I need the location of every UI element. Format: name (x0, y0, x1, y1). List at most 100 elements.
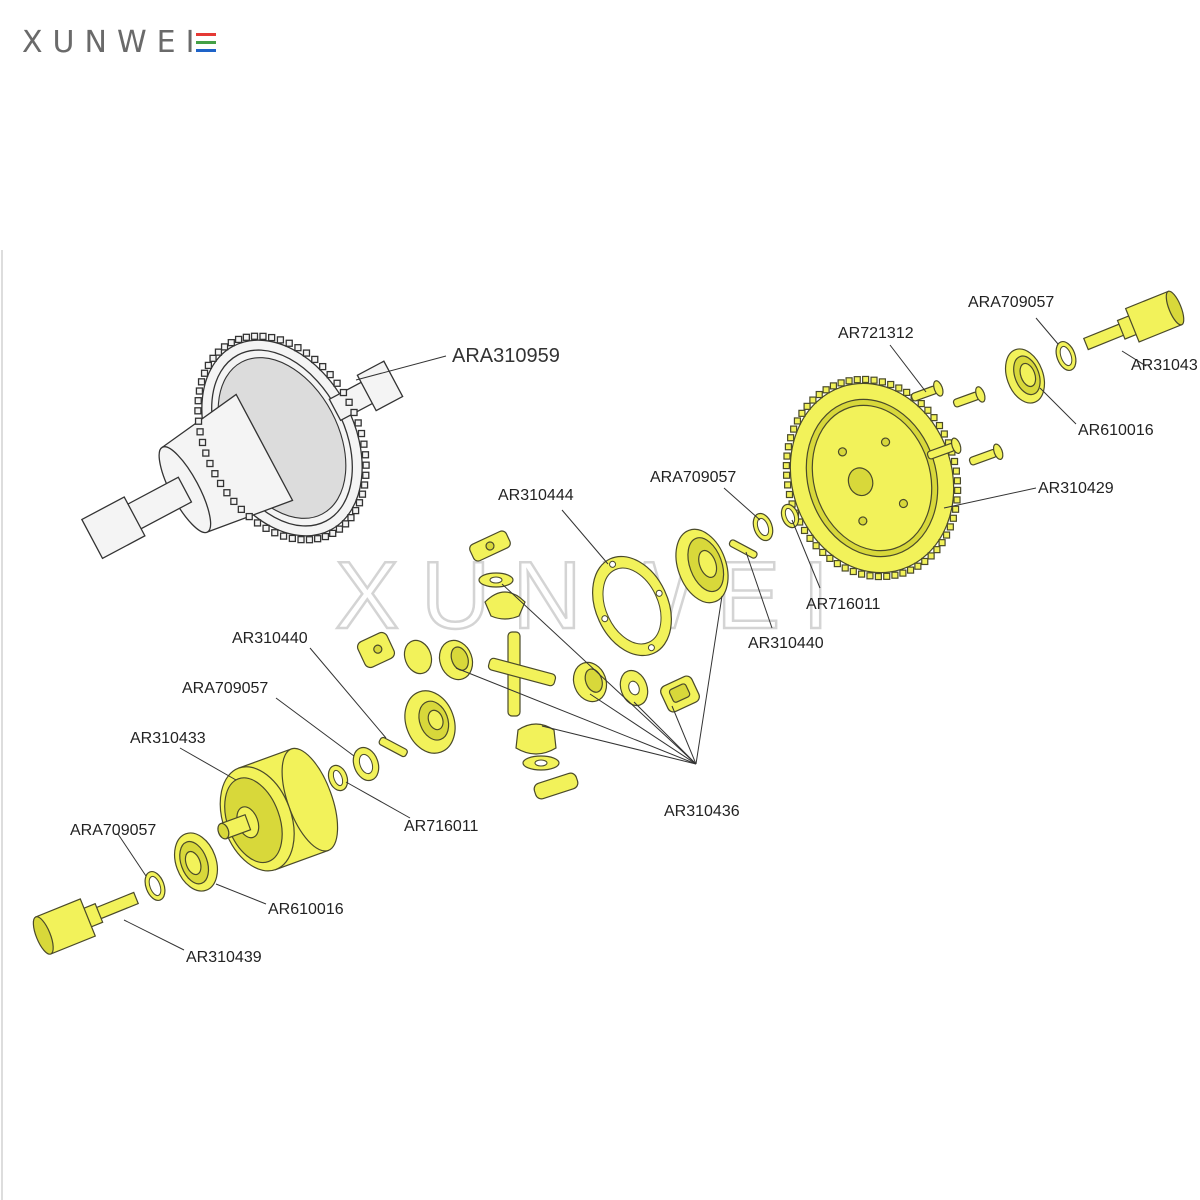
label-ar310440-left: AR310440 (232, 630, 308, 647)
spur-gear-tooth (954, 486, 962, 495)
assembled-gear-tooth (267, 333, 276, 342)
spur-gear-tooth (819, 548, 827, 557)
spur-gear-tooth (946, 523, 954, 531)
assembled-gear-tooth (285, 339, 293, 347)
spur-gear-tooth (787, 434, 795, 442)
spur-gear-tooth (803, 402, 811, 410)
spur-gear-tooth (903, 388, 911, 396)
spur-gear-tooth (849, 567, 857, 576)
spur-gear-tooth (914, 562, 922, 570)
assembled-gear-tooth (362, 471, 370, 479)
assembled-gear-tooth (339, 388, 348, 397)
spur-gear-tooth (815, 390, 823, 399)
assembled-gear-tooth (333, 379, 341, 387)
label-ar610016-top: AR610016 (1078, 422, 1154, 439)
assembled-gear-tooth (361, 451, 370, 459)
assembled-gear-tooth (350, 408, 358, 417)
assembled-gear-tooth (351, 506, 360, 515)
spur-gear-tooth (887, 380, 895, 389)
spur-gear-tooth (793, 417, 802, 425)
spur-gear-tooth (806, 534, 814, 542)
assembled-gear-tooth (347, 514, 355, 522)
assembled-gear-tooth (214, 348, 223, 356)
assembled-gear-tooth (200, 369, 209, 377)
spur-gear-tooth (862, 375, 870, 384)
output-cup-top-part (1082, 290, 1185, 351)
assembled-gear-tooth (271, 529, 279, 537)
assembled-gear-tooth (354, 419, 362, 427)
assembled-right-cup (356, 360, 404, 412)
label-ara709057-bottom: ARA709057 (70, 822, 156, 839)
label-ar310439-top: AR31043 (1131, 357, 1198, 374)
brand-logo-text: XUNWEI (22, 25, 204, 60)
spur-gear-tooth (917, 399, 925, 408)
spur-gear-tooth (812, 542, 820, 550)
assembled-gear-tooth (302, 349, 311, 357)
assembled-gear-teeth (194, 332, 370, 544)
spur-gear-tooth (874, 572, 882, 581)
label-ar310444: AR310444 (498, 487, 574, 504)
assembled-gear-tooth (305, 536, 314, 544)
assembled-gear-tooth (358, 490, 367, 498)
label-ar610016-bottom: AR610016 (268, 901, 344, 918)
spur-gear-tooth (899, 569, 907, 577)
label-ar310439-bottom: AR310439 (186, 949, 262, 966)
spur-gear-tooth (800, 526, 809, 535)
spur-gear-tooth (857, 570, 866, 578)
assembled-gear-tooth (194, 397, 202, 405)
gasket-part (592, 555, 672, 657)
assembled-gear-tooth (321, 532, 330, 541)
spur-gear-tooth (837, 379, 845, 387)
spur-gear-tooth (921, 557, 929, 566)
leader-lines (117, 317, 1147, 951)
label-ar310429: AR310429 (1038, 480, 1114, 497)
assembled-gear-tooth (195, 387, 204, 395)
assembled-gear-tooth (253, 519, 262, 527)
label-ar721312: AR721312 (838, 325, 914, 342)
assembled-gear-tooth (288, 534, 297, 543)
spur-gear-tooth (938, 539, 946, 547)
brand-logo: XUNWEI (22, 25, 216, 60)
ring-bevel-gear-part (675, 528, 729, 604)
spur-gear-tooth (895, 384, 903, 392)
assembled-gear-tooth (313, 535, 322, 543)
logo-stripe-green (196, 41, 216, 44)
assembled-gear-tooth (297, 535, 305, 544)
assembled-gear-tooth (223, 489, 231, 497)
assembled-gear-tooth (262, 524, 270, 532)
label-ar310433: AR310433 (130, 730, 206, 747)
spur-gear-tooth (833, 560, 841, 568)
assembled-gear-tooth (362, 461, 370, 469)
pin-left-part (378, 736, 408, 758)
spur-gear-tooth (927, 552, 935, 560)
assembled-gear-tooth (355, 499, 364, 507)
spur-gear-tooth (782, 471, 791, 479)
logo-stripe-red (196, 33, 216, 36)
assembled-gear-tooth (197, 378, 206, 386)
assembled-gear-tooth (220, 343, 229, 351)
spur-gear-tooth (829, 382, 838, 390)
spur-gear-tooth (953, 477, 962, 485)
spur-gear-tooth (853, 376, 861, 384)
assembled-gear-tooth (335, 525, 344, 533)
assembled-gear-tooth (202, 449, 210, 457)
assembled-gear-tooth (216, 479, 225, 488)
spur-gear-tooth (953, 496, 961, 504)
spur-gear-tooth (784, 443, 793, 451)
washer-top-part (1055, 340, 1077, 372)
washers-mid-part (752, 503, 800, 542)
spur-gear-tooth (783, 452, 791, 460)
diff-case-part (217, 747, 339, 872)
assembled-gear-tooth (279, 532, 288, 540)
spur-gear-tooth (906, 566, 915, 574)
assembled-gear-tooth (211, 470, 219, 478)
spur-gear-tooth (784, 481, 792, 489)
washers-left-part (327, 746, 380, 792)
assembled-gear-tooth (242, 333, 251, 341)
spur-gear-tooth (785, 490, 794, 499)
spur-gear-tooth (891, 571, 899, 579)
watermark-text: XUNWEI (335, 542, 851, 649)
screws-part (910, 380, 1004, 466)
spur-gear-tooth (809, 396, 817, 404)
